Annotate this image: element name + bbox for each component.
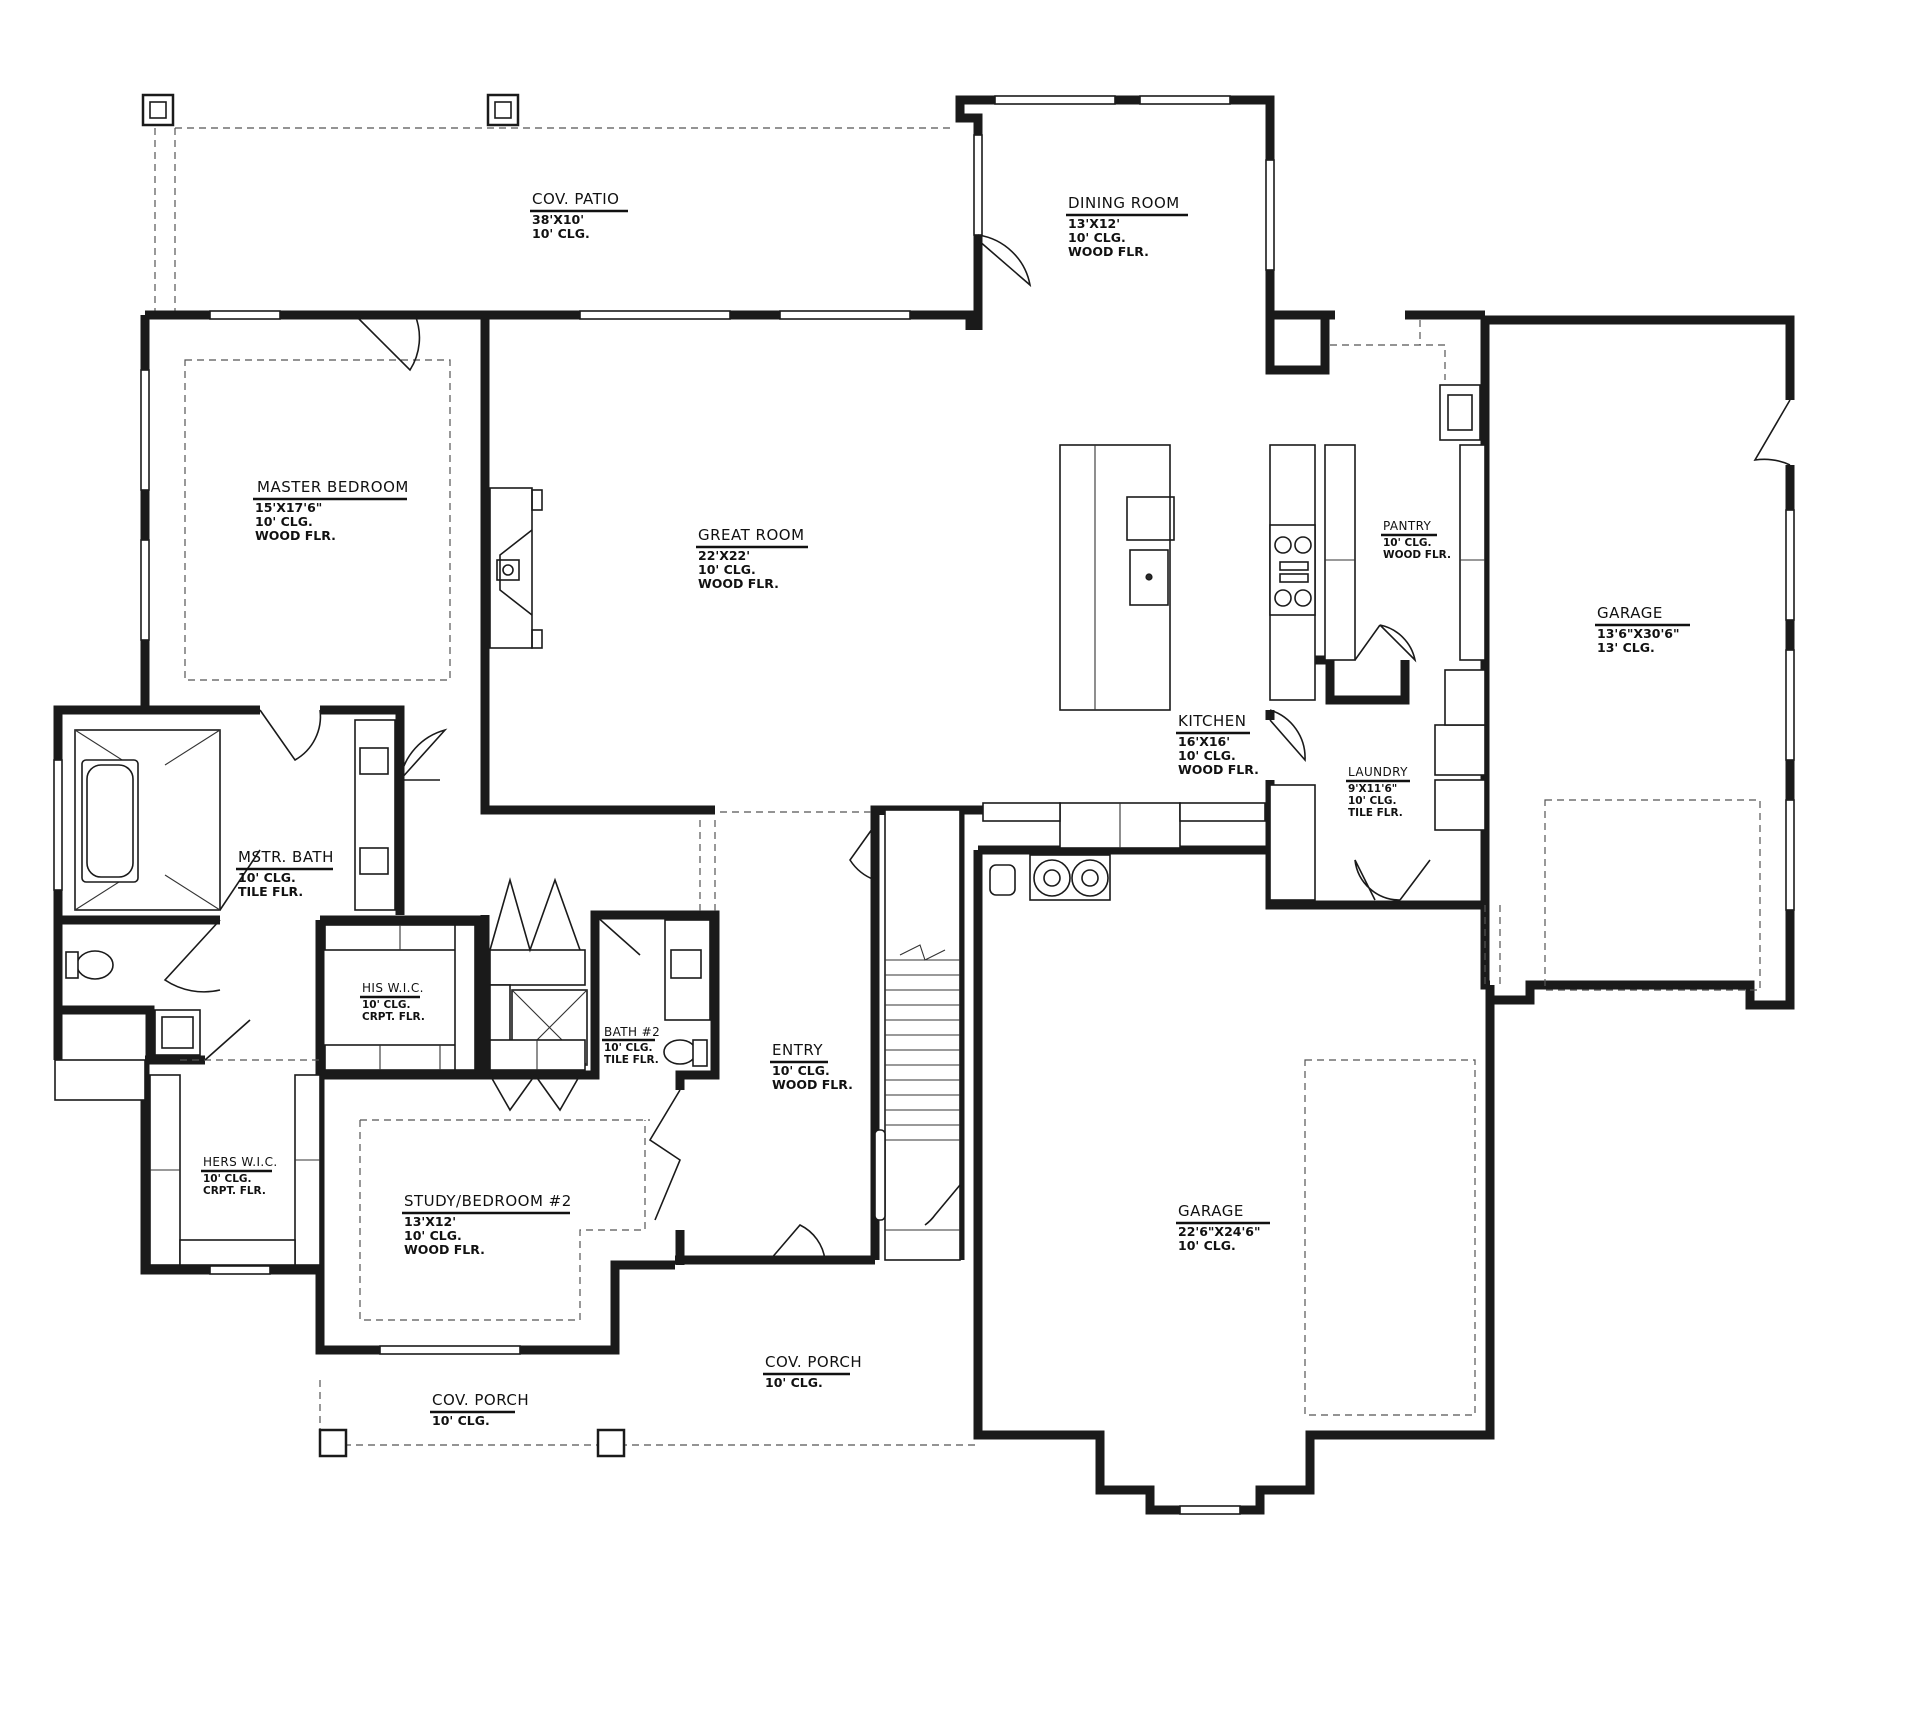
svg-text:13'X12': 13'X12' <box>1068 216 1120 231</box>
svg-text:10' CLG.: 10' CLG. <box>1348 795 1397 807</box>
room-name: PANTRY <box>1383 519 1432 533</box>
svg-text:10' CLG.: 10' CLG. <box>532 226 590 241</box>
svg-text:10' CLG.: 10' CLG. <box>1068 230 1126 245</box>
label-entry: ENTRY 10' CLG. WOOD FLR. <box>770 1041 853 1092</box>
svg-text:22'X22': 22'X22' <box>698 548 750 563</box>
svg-text:13'6"X30'6": 13'6"X30'6" <box>1597 626 1680 641</box>
svg-text:10' CLG.: 10' CLG. <box>238 870 296 885</box>
svg-text:WOOD FLR.: WOOD FLR. <box>1068 244 1149 259</box>
room-name: KITCHEN <box>1178 712 1247 730</box>
label-dining-room: DINING ROOM 13'X12' 10' CLG. WOOD FLR. <box>1066 194 1188 259</box>
room-name: HIS W.I.C. <box>362 981 424 995</box>
windows-north <box>53 95 1795 1515</box>
svg-text:10' CLG.: 10' CLG. <box>1178 748 1236 763</box>
hers-wic-shelving <box>149 1074 321 1266</box>
svg-text:WOOD FLR.: WOOD FLR. <box>1383 549 1451 561</box>
room-name: GREAT ROOM <box>698 526 805 544</box>
label-laundry: LAUNDRY 9'X11'6" 10' CLG. TILE FLR. <box>1346 765 1410 819</box>
kitchen-island <box>1059 444 1175 711</box>
fireplace <box>489 487 543 649</box>
svg-text:9'X11'6": 9'X11'6" <box>1348 783 1397 795</box>
room-name: COV. PATIO <box>532 190 619 208</box>
label-pantry: PANTRY 10' CLG. WOOD FLR. <box>1381 519 1451 561</box>
label-garage-right: GARAGE 13'6"X30'6" 13' CLG. <box>1595 604 1690 655</box>
cooktop <box>1269 524 1316 616</box>
svg-text:10' CLG.: 10' CLG. <box>432 1413 490 1428</box>
label-cov-patio: COV. PATIO 38'X10' 10' CLG. <box>530 190 628 241</box>
room-name: DINING ROOM <box>1068 194 1180 212</box>
room-name: HERS W.I.C. <box>203 1155 278 1169</box>
label-cov-porch-right: COV. PORCH 10' CLG. <box>763 1353 862 1390</box>
svg-text:WOOD FLR.: WOOD FLR. <box>698 576 779 591</box>
closet-shower-block <box>489 949 588 1071</box>
svg-text:13'X12': 13'X12' <box>404 1214 456 1229</box>
room-name: GARAGE <box>1597 604 1663 622</box>
patio-column-left <box>141 93 175 127</box>
svg-text:10' CLG.: 10' CLG. <box>1178 1238 1236 1253</box>
room-name: MSTR. BATH <box>238 848 334 866</box>
label-master-bedroom: MASTER BEDROOM 15'X17'6" 10' CLG. WOOD F… <box>253 478 409 543</box>
svg-text:10' CLG.: 10' CLG. <box>255 514 313 529</box>
room-name: COV. PORCH <box>432 1391 529 1409</box>
svg-text:10' CLG.: 10' CLG. <box>1383 537 1432 549</box>
label-great-room: GREAT ROOM 22'X22' 10' CLG. WOOD FLR. <box>696 526 808 591</box>
svg-text:WOOD FLR.: WOOD FLR. <box>1178 762 1259 777</box>
label-cov-porch-left: COV. PORCH 10' CLG. <box>430 1391 529 1428</box>
svg-text:10' CLG.: 10' CLG. <box>604 1042 653 1054</box>
room-name: LAUNDRY <box>1348 765 1408 779</box>
laundry-appliances <box>1269 669 1486 901</box>
room-name: MASTER BEDROOM <box>257 478 409 496</box>
label-bath2: BATH #2 10' CLG. TILE FLR. <box>602 1025 660 1066</box>
svg-text:15'X17'6": 15'X17'6" <box>255 500 322 515</box>
label-kitchen: KITCHEN 16'X16' 10' CLG. WOOD FLR. <box>1176 712 1259 777</box>
svg-text:10' CLG.: 10' CLG. <box>698 562 756 577</box>
svg-text:10' CLG.: 10' CLG. <box>362 999 411 1011</box>
svg-text:WOOD FLR.: WOOD FLR. <box>255 528 336 543</box>
exterior-walls <box>53 95 1795 1515</box>
room-name: ENTRY <box>772 1041 823 1059</box>
svg-text:10' CLG.: 10' CLG. <box>772 1063 830 1078</box>
label-his-wic: HIS W.I.C. 10' CLG. CRPT. FLR. <box>360 981 425 1023</box>
svg-text:WOOD FLR.: WOOD FLR. <box>772 1077 853 1092</box>
svg-text:10' CLG.: 10' CLG. <box>203 1173 252 1185</box>
kitchen-sink-counter <box>982 802 1266 849</box>
room-name: GARAGE <box>1178 1202 1244 1220</box>
label-study: STUDY/BEDROOM #2 13'X12' 10' CLG. WOOD F… <box>402 1192 572 1257</box>
svg-text:TILE FLR.: TILE FLR. <box>1348 807 1403 819</box>
room-name: COV. PORCH <box>765 1353 862 1371</box>
doors <box>163 234 1791 1261</box>
svg-text:TILE FLR.: TILE FLR. <box>238 884 303 899</box>
svg-text:38'X10': 38'X10' <box>532 212 584 227</box>
bath2-fixtures <box>663 919 711 1067</box>
room-name: STUDY/BEDROOM #2 <box>404 1192 572 1210</box>
svg-text:10' CLG.: 10' CLG. <box>404 1228 462 1243</box>
room-name: BATH #2 <box>604 1025 660 1039</box>
water-heaters <box>989 854 1111 901</box>
porch-columns <box>318 1428 626 1458</box>
svg-text:10' CLG.: 10' CLG. <box>765 1375 823 1390</box>
svg-text:TILE FLR.: TILE FLR. <box>604 1054 659 1066</box>
label-hers-wic: HERS W.I.C. 10' CLG. CRPT. FLR. <box>201 1155 278 1197</box>
his-wic-shelving <box>324 924 476 1071</box>
svg-text:CRPT. FLR.: CRPT. FLR. <box>362 1011 425 1023</box>
svg-text:CRPT. FLR.: CRPT. FLR. <box>203 1185 266 1197</box>
covered-patio-area <box>141 93 950 315</box>
svg-text:22'6"X24'6": 22'6"X24'6" <box>1178 1224 1261 1239</box>
label-garage-main: GARAGE 22'6"X24'6" 10' CLG. <box>1176 1202 1270 1253</box>
svg-text:16'X16': 16'X16' <box>1178 734 1230 749</box>
staircase <box>874 809 961 1261</box>
svg-text:WOOD FLR.: WOOD FLR. <box>404 1242 485 1257</box>
label-mstr-bath: MSTR. BATH 10' CLG. TILE FLR. <box>236 848 334 899</box>
svg-text:13' CLG.: 13' CLG. <box>1597 640 1655 655</box>
dashed-outlines <box>180 359 1761 1446</box>
patio-column-mid <box>486 93 520 127</box>
pantry-shelving <box>1269 320 1486 701</box>
master-bath-fixtures <box>54 719 396 1101</box>
